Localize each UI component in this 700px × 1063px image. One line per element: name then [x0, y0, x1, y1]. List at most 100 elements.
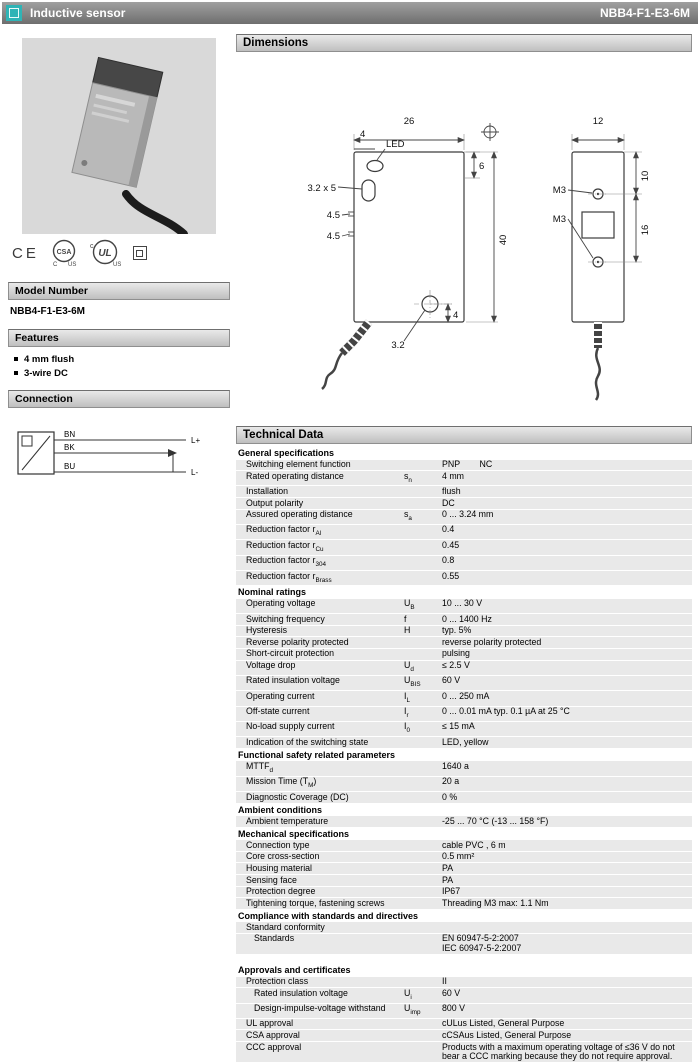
spec-value: 0.4 — [442, 524, 455, 535]
spec-value: 60 V — [442, 675, 461, 686]
spec-value: 800 V — [442, 1003, 465, 1014]
spec-value: Threading M3 max: 1.1 Nm — [442, 897, 549, 908]
spec-symbol — [404, 1019, 442, 1029]
spec-value: -25 ... 70 °C (-13 ... 158 °F) — [442, 815, 549, 826]
spec-label: Tightening torque, fastening screws — [246, 897, 385, 908]
spec-value: cable PVC , 6 m — [442, 839, 506, 850]
spec-symbol: UBIS — [404, 675, 421, 689]
spec-symbol — [404, 1031, 442, 1041]
spec-symbol: Ir — [404, 706, 409, 719]
spec-label: CCC approval — [246, 1041, 302, 1052]
spec-symbol: f — [404, 613, 407, 624]
dim-hole-offset: 4 — [453, 310, 458, 321]
part-number-header: NBB4-F1-E3-6M — [599, 6, 690, 20]
spec-value: DC — [442, 497, 455, 508]
spec-label: Hysteresis — [246, 625, 288, 636]
spec-value — [442, 923, 692, 933]
spec-row: Connection type cable PVC , 6 m — [236, 840, 692, 852]
spec-value: 0 ... 1400 Hz — [442, 613, 492, 624]
ce-mark: CE — [12, 244, 39, 262]
spec-symbol — [404, 841, 442, 851]
spec-symbol — [404, 934, 442, 953]
dimensions-section-header: Dimensions — [236, 34, 692, 52]
dim-notch-a: 4.5 — [327, 210, 340, 221]
spec-symbol — [404, 762, 442, 775]
spec-label: Standards — [254, 933, 295, 944]
product-photo-image — [22, 38, 216, 238]
spec-symbol: I0 — [404, 721, 410, 735]
spec-label: Sensing face — [246, 874, 297, 885]
spec-symbol — [404, 817, 442, 827]
connection-section-header: Connection — [8, 390, 230, 408]
spec-symbol — [404, 876, 442, 886]
spec-label: Diagnostic Coverage (DC) — [246, 791, 349, 802]
top-header-bar: Inductive sensor NBB4-F1-E3-6M — [2, 2, 698, 24]
spec-section-header: Ambient conditions — [236, 803, 692, 817]
spec-label: Rated insulation voltage — [254, 987, 348, 998]
spec-symbol — [404, 887, 442, 897]
spec-symbol — [404, 977, 442, 987]
spec-value: PA — [442, 874, 454, 885]
left-column: CE CSA C US UL c US Model Number NBB4-F1… — [8, 34, 230, 501]
spec-value: PNP NC — [442, 459, 493, 469]
spec-value: 20 a — [442, 776, 460, 787]
spec-label: Mission Time (TM) — [246, 776, 317, 789]
technical-data-section-header: Technical Data — [236, 426, 692, 444]
spec-symbol — [404, 923, 442, 933]
spec-value: ≤ 15 mA — [442, 721, 475, 732]
spec-label: Switching frequency — [246, 613, 325, 624]
spec-label: Off-state current — [246, 706, 310, 717]
spec-label: Voltage drop — [246, 660, 296, 671]
spec-label: Reduction factor rCu — [246, 539, 324, 553]
spec-value: pulsing — [442, 648, 470, 659]
spec-symbol: sa — [404, 509, 412, 522]
protection-class-ii-icon — [132, 246, 147, 260]
spec-value: II — [442, 976, 447, 987]
dim-led-label: LED — [386, 139, 405, 150]
spec-label: Reduction factor r304 — [246, 555, 326, 568]
spec-row: Reduction factor rAl 0.4 — [236, 524, 692, 541]
dim-hole-dia: 3.2 — [391, 340, 404, 351]
spec-label: Switching element function — [246, 459, 351, 469]
svg-text:UL: UL — [98, 248, 111, 259]
model-number-value: NBB4-F1-E3-6M — [10, 306, 86, 317]
brand-icon — [6, 5, 22, 21]
dim-front-led-offset: 4 — [360, 129, 365, 140]
spec-symbol — [404, 899, 442, 909]
spec-section-header: Nominal ratings — [236, 586, 692, 599]
dimension-drawing: 26 4 LED 3.2 x 5 4.5 4.5 6 — [236, 52, 692, 426]
spec-symbol — [404, 556, 442, 569]
spec-label: Assured operating distance — [246, 509, 353, 520]
ul-mark: UL c US — [90, 239, 121, 267]
spec-label: Rated operating distance — [246, 470, 344, 481]
spec-label: Reduction factor rAl — [246, 524, 322, 538]
spec-symbol: IL — [404, 690, 410, 704]
spec-row: Output polarity DC — [236, 498, 692, 510]
spec-row: Ambient temperature-25 ... 70 °C (-13 ..… — [236, 816, 692, 828]
spec-value: 60 V — [442, 987, 461, 998]
spec-value: PA — [442, 862, 454, 873]
spec-label: UL approval — [246, 1018, 294, 1029]
svg-text:C: C — [53, 262, 58, 267]
spec-label: Connection type — [246, 839, 310, 850]
spec-label: Protection degree — [246, 886, 316, 897]
spec-row: Tightening torque, fastening screws Threa… — [236, 898, 692, 910]
spec-label: Output polarity — [246, 497, 304, 508]
feature-item: 3-wire DC — [12, 366, 230, 380]
spec-row: Mission Time (TM) 20 a — [236, 776, 692, 793]
spec-value: 0 ... 0.01 mA typ. 0.1 µA at 25 °C — [442, 706, 570, 717]
features-section-header: Features — [8, 329, 230, 347]
spec-symbol: UB — [404, 598, 415, 612]
